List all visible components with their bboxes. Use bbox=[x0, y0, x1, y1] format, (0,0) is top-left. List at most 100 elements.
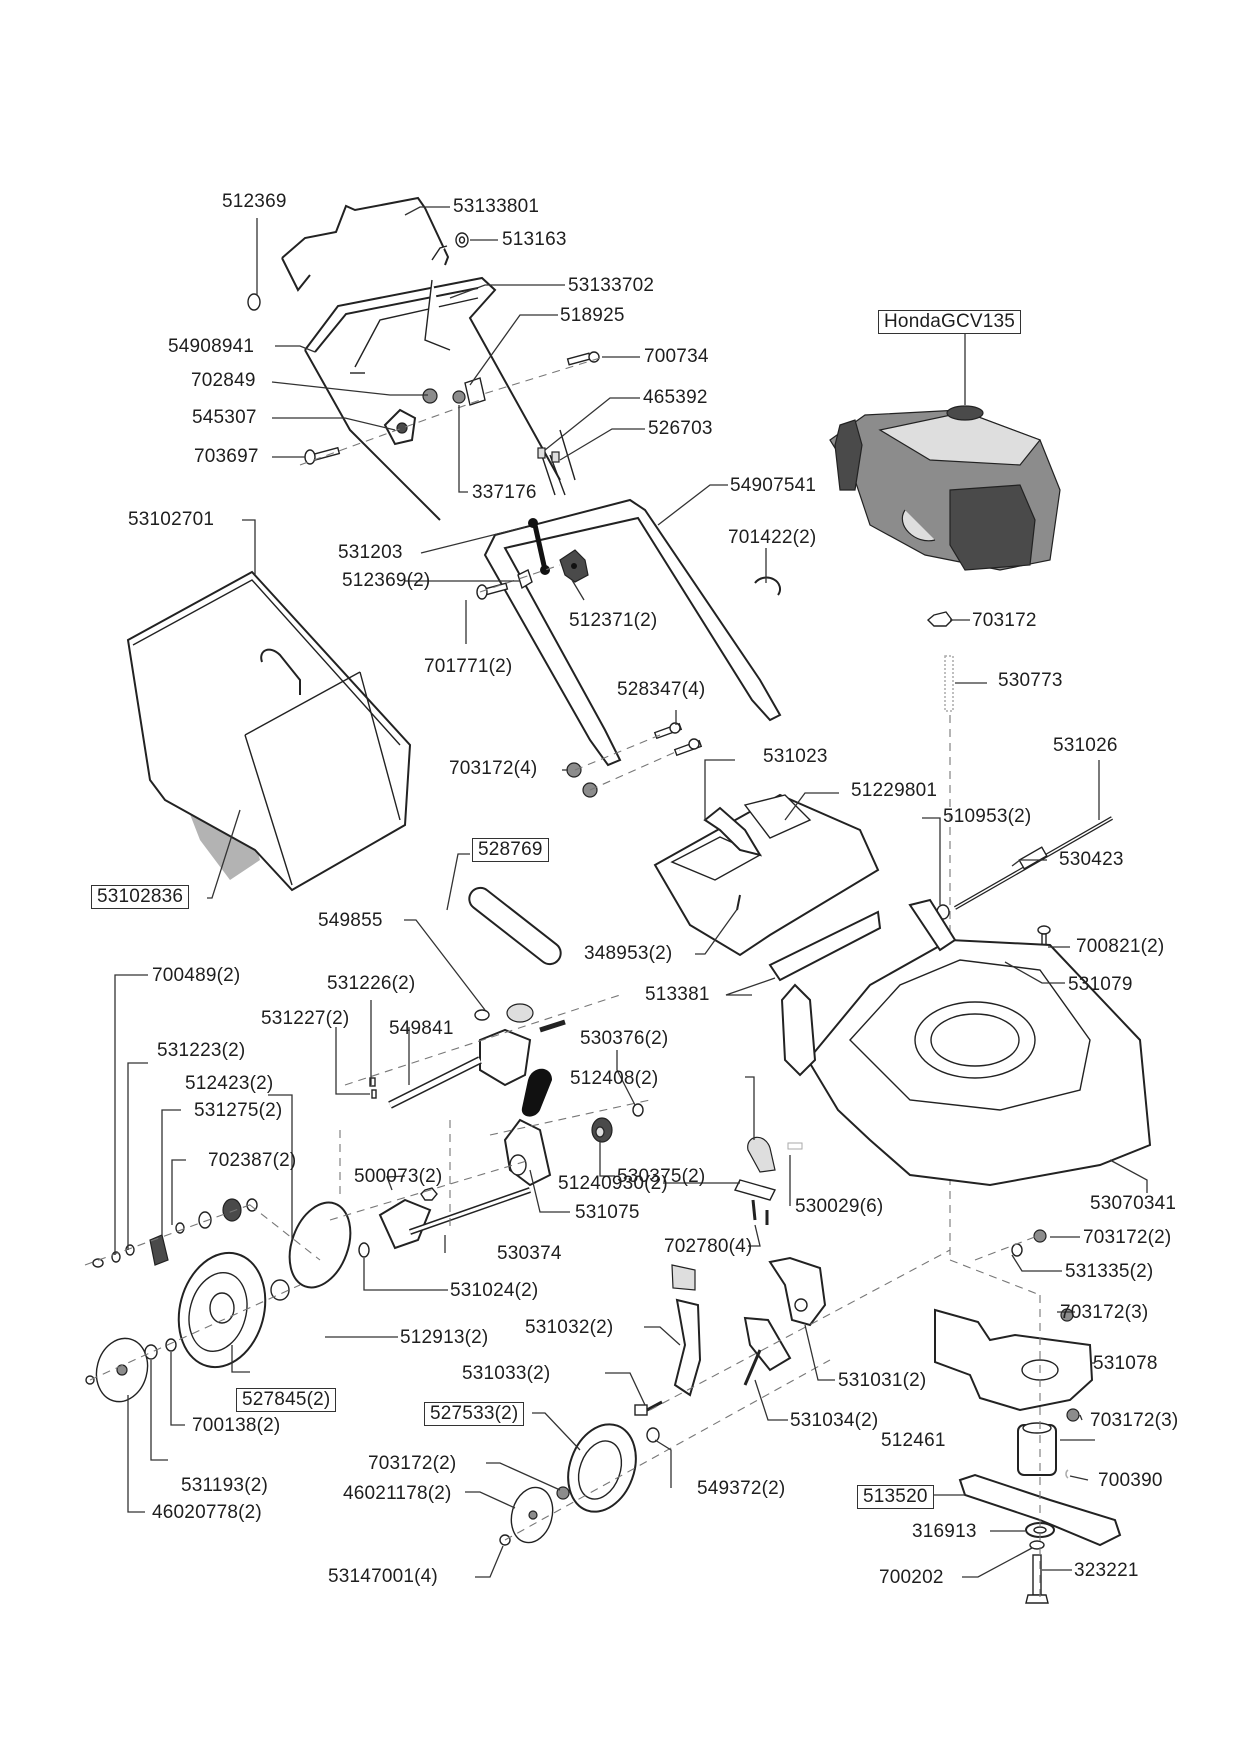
nut-703172 bbox=[926, 611, 953, 627]
spring-530423 bbox=[1018, 846, 1048, 870]
hub-cap-46021178 bbox=[510, 1486, 554, 1544]
part-label: 701771(2) bbox=[424, 656, 513, 677]
key-700390 bbox=[1065, 1469, 1069, 1479]
engine-honda-gcv135 bbox=[829, 405, 1061, 571]
part-label: 700202 bbox=[879, 1567, 944, 1588]
part-label: 51240930(2) bbox=[558, 1173, 668, 1194]
part-label: 531024(2) bbox=[450, 1280, 539, 1301]
part-label: 531023 bbox=[763, 746, 828, 767]
nut-512369-2 bbox=[517, 569, 533, 590]
part-label: 518925 bbox=[560, 305, 625, 326]
lower-handle-54907541 bbox=[483, 498, 782, 767]
bolt-701771 bbox=[476, 582, 509, 600]
nut-washer-deck bbox=[1011, 1229, 1047, 1257]
part-label: 703172(4) bbox=[449, 758, 538, 779]
part-label: 512423(2) bbox=[185, 1073, 274, 1094]
lever-531032 bbox=[671, 1264, 702, 1397]
bracket-531034 bbox=[743, 1316, 792, 1386]
part-label: 510953(2) bbox=[943, 806, 1032, 827]
rear-wheel-527845 bbox=[177, 1251, 267, 1369]
part-label: 512369(2) bbox=[342, 570, 431, 591]
washer-513163 bbox=[455, 232, 469, 248]
hub-cap-46020778 bbox=[85, 1337, 149, 1403]
part-label: 53102701 bbox=[128, 509, 215, 530]
nut-337176 bbox=[452, 390, 466, 404]
part-label: 531335(2) bbox=[1065, 1261, 1154, 1282]
pulley-530375 bbox=[591, 1117, 613, 1143]
circlip-701422 bbox=[754, 576, 781, 596]
axle-530374 bbox=[378, 1187, 531, 1250]
part-label: 549841 bbox=[389, 1018, 454, 1039]
spring-530773 bbox=[944, 655, 954, 712]
bolt-703697 bbox=[304, 446, 341, 465]
bolts-528347 bbox=[653, 722, 703, 757]
part-label: 513163 bbox=[502, 229, 567, 250]
part-label: 526703 bbox=[648, 418, 713, 439]
engine-label: HondaGCV135 bbox=[878, 310, 1022, 334]
rear-cover-51229801 bbox=[653, 793, 880, 957]
screws-702780 bbox=[751, 1199, 769, 1225]
part-label: 348953(2) bbox=[584, 943, 673, 964]
part-label: 549372(2) bbox=[697, 1478, 786, 1499]
part-label: 545307 bbox=[192, 407, 257, 428]
rail-513381 bbox=[768, 910, 882, 982]
cable-ties-465392-526703 bbox=[537, 429, 576, 496]
part-label: 531033(2) bbox=[462, 1363, 551, 1384]
front-wheel-527533 bbox=[567, 1423, 637, 1513]
leader-lines bbox=[114, 206, 1148, 1578]
upper-handle-54908941 bbox=[304, 276, 561, 521]
screw-700734 bbox=[566, 351, 600, 366]
assembly-lines bbox=[84, 357, 1041, 1600]
bushing-531193 bbox=[144, 1344, 158, 1360]
part-label: 528347(4) bbox=[617, 679, 706, 700]
bolt-323221 bbox=[1025, 1554, 1049, 1604]
part-label: 530423 bbox=[1059, 849, 1124, 870]
nut-512369 bbox=[247, 293, 261, 311]
part-label: 53133702 bbox=[568, 275, 655, 296]
part-label: 700390 bbox=[1098, 1470, 1163, 1491]
part-label: 531223(2) bbox=[157, 1040, 246, 1061]
part-label: 530029(6) bbox=[795, 1196, 884, 1217]
deck-53070341 bbox=[780, 898, 1152, 1187]
cable-lever-545307 bbox=[383, 408, 417, 446]
part-label: 531026 bbox=[1053, 735, 1118, 756]
part-label: 531075 bbox=[575, 1202, 640, 1223]
bolt-531033 bbox=[634, 1400, 663, 1416]
part-label: 531193(2) bbox=[181, 1475, 269, 1496]
part-label: 337176 bbox=[472, 482, 537, 503]
part-label: 531034(2) bbox=[790, 1410, 879, 1431]
part-label: 531078 bbox=[1093, 1353, 1158, 1374]
wheel-cover-512423 bbox=[288, 1201, 352, 1289]
adjuster-531031 bbox=[768, 1256, 827, 1327]
blade-mount-531078 bbox=[934, 1308, 1094, 1412]
adapter-512461 bbox=[1017, 1422, 1057, 1476]
gearbox-549841 bbox=[388, 1003, 566, 1109]
part-label: 700821(2) bbox=[1076, 936, 1165, 957]
part-label: 53147001(4) bbox=[328, 1566, 438, 1587]
part-label: 512913(2) bbox=[400, 1327, 489, 1348]
part-label: 513381 bbox=[645, 984, 710, 1005]
part-label: 530376(2) bbox=[580, 1028, 669, 1049]
gear-parts bbox=[92, 1198, 290, 1301]
part-label: 500073(2) bbox=[354, 1166, 443, 1187]
part-label: 531031(2) bbox=[838, 1370, 927, 1391]
nuts-703172-4 bbox=[566, 762, 598, 798]
knob-702849 bbox=[422, 388, 438, 404]
pins-531226-531227 bbox=[369, 1077, 377, 1099]
pawl-512408 bbox=[747, 1136, 776, 1173]
handle-531023 bbox=[703, 806, 763, 857]
part-label: 512371(2) bbox=[569, 610, 658, 631]
belt-528769 bbox=[468, 886, 562, 966]
part-label: 323221 bbox=[1074, 1560, 1139, 1581]
part-label-boxed: 528769 bbox=[472, 838, 549, 862]
part-label: 531032(2) bbox=[525, 1317, 614, 1338]
part-label: 703172(2) bbox=[1083, 1227, 1172, 1248]
lock-washer-700202 bbox=[1029, 1540, 1045, 1550]
part-label-boxed: 527845(2) bbox=[236, 1388, 337, 1412]
part-label: 703172(3) bbox=[1060, 1302, 1149, 1323]
part-label: 51229801 bbox=[851, 780, 938, 801]
part-label: 530773 bbox=[998, 670, 1063, 691]
part-label: 512369 bbox=[222, 191, 287, 212]
part-label: 702387(2) bbox=[208, 1150, 297, 1171]
